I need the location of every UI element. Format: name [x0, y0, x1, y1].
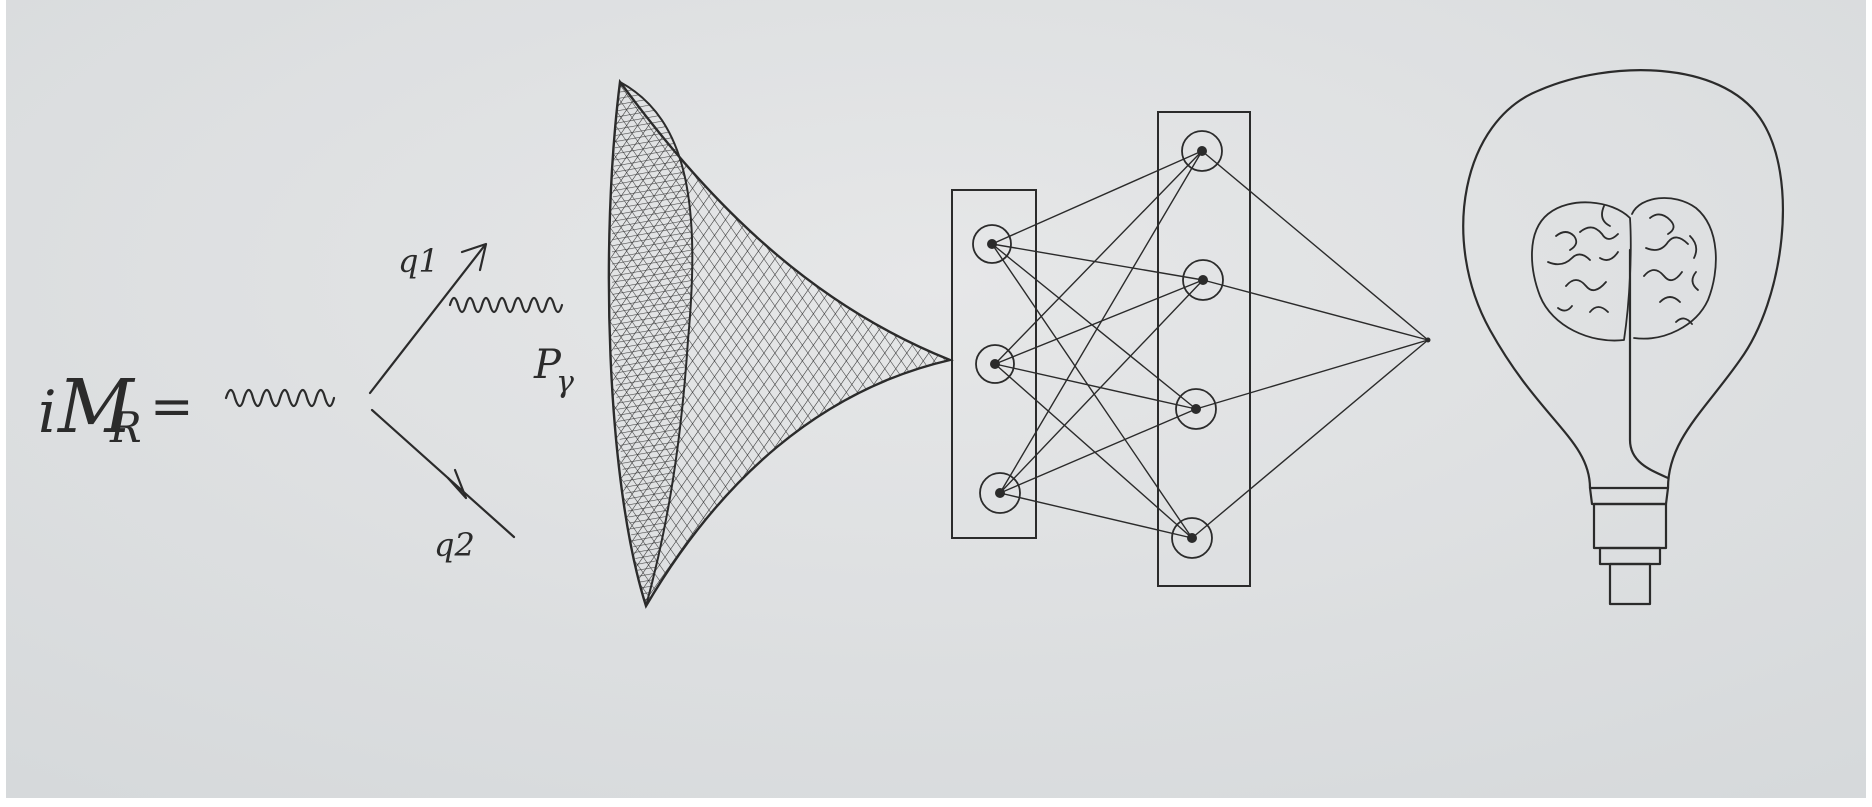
- feynman-diagram: i M R = q1 q2 P γ: [38, 242, 574, 564]
- amplitude-symbol-m: M: [56, 364, 136, 450]
- label-q2: q2: [434, 526, 475, 564]
- hidden-node: [1181, 130, 1223, 172]
- cone-rim-edge: [619, 81, 694, 607]
- amplitude-symbol-i: i: [38, 378, 57, 446]
- hidden-node: [1182, 259, 1224, 301]
- input-node: [975, 344, 1015, 384]
- label-q1: q1: [398, 242, 439, 280]
- input-layer-box: [951, 189, 1037, 539]
- bulb-base-tip: [1608, 562, 1652, 606]
- incoming-boson-line: [224, 388, 336, 408]
- fermion-line-q1: [368, 243, 487, 395]
- connections-hidden-output: [1191, 150, 1429, 539]
- cone-crosshatch: [608, 82, 950, 606]
- arrow-q2: [446, 468, 468, 500]
- lightbulb-brain-icon: [1462, 69, 1784, 606]
- amplitude-subscript-r: R: [109, 403, 142, 452]
- neural-network: [951, 111, 1431, 587]
- hatched-cone-icon: [607, 78, 954, 609]
- input-node: [979, 472, 1021, 514]
- arrow-q1: [460, 242, 488, 272]
- cone-rim-shade: [612, 82, 693, 606]
- hidden-node: [1175, 388, 1217, 430]
- paper-sheet: [6, 0, 1866, 798]
- hidden-node: [1171, 517, 1213, 559]
- brain-right-hemisphere: [1631, 197, 1717, 340]
- brain-left-hemisphere: [1531, 201, 1632, 342]
- output-node: [1425, 337, 1431, 343]
- hidden-layer-box: [1157, 111, 1251, 587]
- brain-icon: [1531, 197, 1717, 342]
- bulb-glass: [1462, 69, 1784, 490]
- emitted-photon-line: [448, 296, 564, 314]
- label-gamma: γ: [556, 365, 574, 400]
- bulb-inner-line: [1628, 248, 1670, 480]
- label-p: P: [533, 342, 562, 388]
- connections-input-hidden: [991, 150, 1204, 539]
- brain-folds-left: [1547, 205, 1619, 313]
- fermion-line-q2: [370, 408, 516, 539]
- brain-folds-right: [1643, 213, 1699, 325]
- input-node: [972, 224, 1012, 264]
- equals-sign: =: [150, 377, 194, 437]
